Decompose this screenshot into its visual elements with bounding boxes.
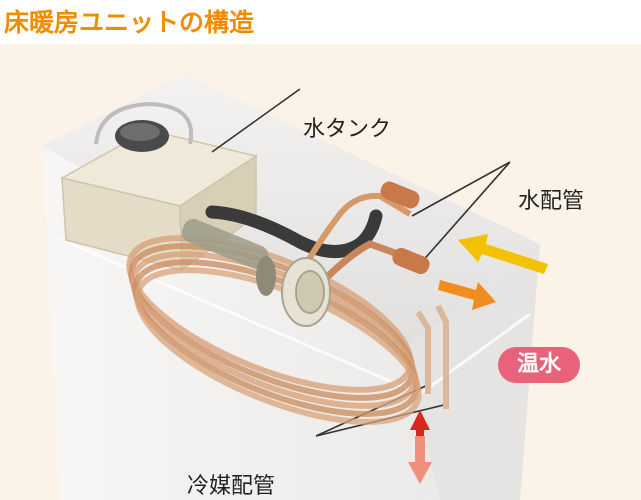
refrigerant-flow-arrows	[408, 410, 432, 484]
inflow-arrow	[458, 234, 548, 274]
diagram-title: 床暖房ユニットの構造	[4, 8, 255, 37]
water-tank-label: 水タンク	[303, 117, 392, 142]
refrigerant-pipes	[415, 304, 449, 409]
unit-illustration: 水タンク 水配管 冷媒配管 温水	[0, 44, 641, 500]
heater-core	[181, 219, 331, 327]
hot-water-arrow	[438, 280, 496, 310]
water-pipe-label: 水配管	[518, 189, 585, 214]
unit-drawing	[42, 74, 548, 500]
refrigerant-pipe-label: 冷媒配管	[187, 474, 276, 499]
dark-hose	[205, 205, 383, 259]
hot-water-badge: 温水	[498, 347, 580, 383]
